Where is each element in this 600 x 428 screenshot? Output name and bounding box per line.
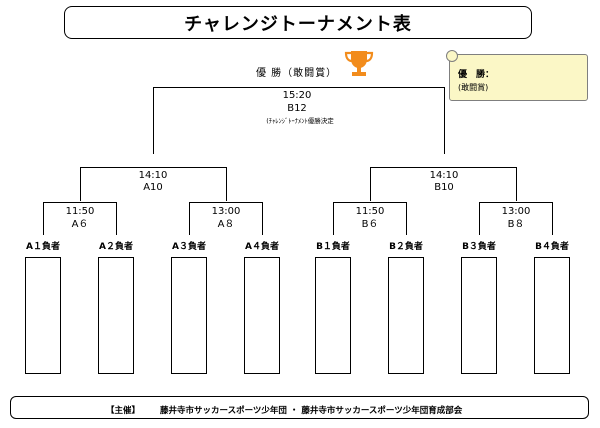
quarter-a6-drop-a [43, 202, 44, 235]
final-right-drop [444, 87, 445, 154]
team-slot-a3 [171, 257, 207, 374]
semi-right-drop-b [516, 167, 517, 201]
final-bracket-line [153, 87, 444, 88]
quarter-b8-bracket [479, 202, 552, 203]
quarter-b8-time: 13:00 [501, 206, 531, 217]
quarter-a8-drop-b [262, 202, 263, 235]
quarter-b8-drop-b [552, 202, 553, 235]
quarter-b6-code: B６ [361, 219, 379, 230]
slot-label-a4: A４負者 [245, 242, 279, 252]
quarter-b6-drop-a [333, 202, 334, 235]
quarter-a8-code: A８ [217, 219, 235, 230]
quarter-b8-drop-a [479, 202, 480, 235]
footer-box [10, 396, 589, 419]
slot-label-a1: A１負者 [26, 242, 60, 252]
quarter-b6-bracket [333, 202, 406, 203]
quarter-a6-drop-b [116, 202, 117, 235]
slot-label-a3: A３負者 [172, 242, 206, 252]
slot-label-a2: A２負者 [99, 242, 133, 252]
semi-left-time: 14:10 [138, 170, 168, 181]
final-left-drop [153, 87, 154, 154]
winner-note-title: 優 勝： [458, 70, 495, 80]
quarter-b8-code: B８ [507, 219, 525, 230]
champion-label: 優 勝（敢闘賞） [256, 68, 338, 79]
team-slot-b2 [388, 257, 424, 374]
quarter-a6-time: 11:50 [65, 206, 95, 217]
slot-label-b2: B２負者 [389, 242, 423, 252]
slot-label-b4: B４負者 [535, 242, 569, 252]
team-slot-b4 [534, 257, 570, 374]
quarter-a6-bracket [43, 202, 116, 203]
semi-left-bracket [80, 167, 226, 168]
winner-note-subtitle: (敢闘賞) [458, 83, 489, 92]
slot-label-b3: B３負者 [462, 242, 496, 252]
quarter-a6-code: A６ [71, 219, 89, 230]
trophy-icon [344, 51, 374, 76]
final-code: B12 [287, 103, 307, 114]
team-slot-a1 [25, 257, 61, 374]
quarter-b6-time: 11:50 [355, 206, 385, 217]
team-slot-a2 [98, 257, 134, 374]
semi-right-bracket [370, 167, 516, 168]
semi-right-code: B10 [434, 182, 454, 193]
team-slot-a4 [244, 257, 280, 374]
quarter-b6-drop-b [406, 202, 407, 235]
semi-right-drop-a [370, 167, 371, 201]
quarter-a8-time: 13:00 [211, 206, 241, 217]
semi-left-drop-a [80, 167, 81, 201]
final-time: 15:20 [282, 90, 312, 101]
footer-label: 【主催】 [106, 406, 141, 416]
winner-note-box: 優 勝： (敢闘賞) [446, 50, 588, 101]
quarter-a8-drop-a [189, 202, 190, 235]
title-box: チャレンジトーナメント表 [64, 6, 532, 39]
semi-right-time: 14:10 [429, 170, 459, 181]
final-description: (ﾁｬﾚﾝｼﾞﾄｰﾅﾒﾝﾄ優勝決定 [266, 117, 334, 125]
footer-organizers: 藤井寺市サッカースポーツ少年団 ・ 藤井寺市サッカースポーツ少年団育成部会 [160, 406, 463, 416]
team-slot-b3 [461, 257, 497, 374]
semi-left-code: A10 [143, 182, 163, 193]
team-slot-b1 [315, 257, 351, 374]
quarter-a8-bracket [189, 202, 262, 203]
page-title: チャレンジトーナメント表 [184, 13, 412, 35]
semi-left-drop-b [226, 167, 227, 201]
slot-label-b1: B１負者 [316, 242, 350, 252]
